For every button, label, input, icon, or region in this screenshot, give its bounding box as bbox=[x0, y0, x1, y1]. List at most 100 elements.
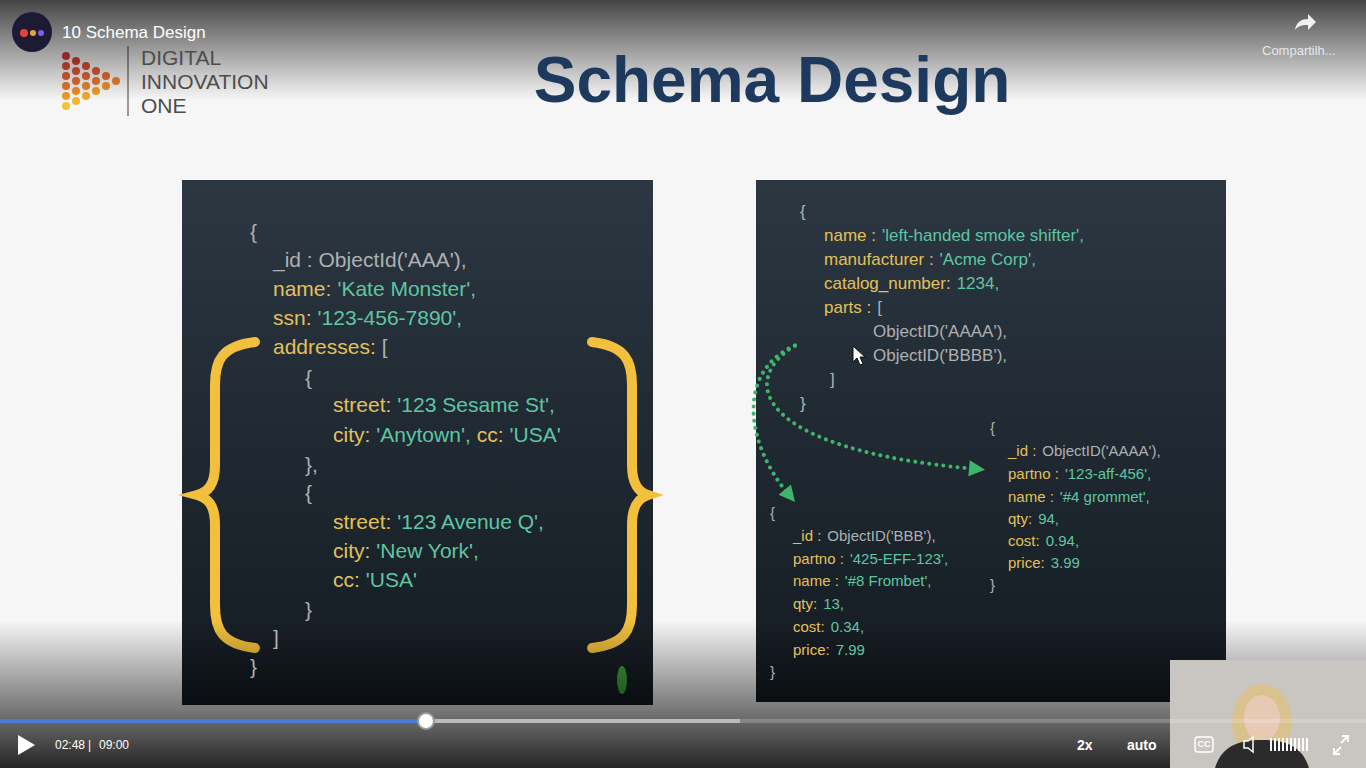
volume-bar bbox=[1282, 738, 1284, 751]
avatar-dot bbox=[30, 30, 36, 36]
code-token: price: bbox=[793, 641, 830, 658]
code-line: street:'123 Sesame St', bbox=[333, 392, 555, 418]
code-token: '#8 Frombet', bbox=[845, 572, 932, 589]
code-line: { bbox=[770, 503, 775, 523]
code-token: 'Acme Corp', bbox=[940, 250, 1036, 269]
play-icon bbox=[18, 735, 35, 755]
arrow-head bbox=[968, 460, 985, 476]
time-separator: | bbox=[88, 737, 91, 753]
code-token: '#4 grommet', bbox=[1060, 488, 1150, 505]
code-token: ObjectID('BBBB'), bbox=[873, 346, 1007, 365]
curly-brace bbox=[197, 342, 255, 648]
curly-brace bbox=[592, 342, 648, 648]
code-line: } bbox=[770, 662, 775, 682]
code-token: name: bbox=[273, 277, 331, 300]
player-bottom-shade bbox=[0, 620, 1366, 768]
fullscreen-icon bbox=[1334, 736, 1348, 754]
progress-knob bbox=[418, 713, 434, 729]
code-token: 13, bbox=[823, 595, 844, 612]
code-token: cost: bbox=[1008, 532, 1040, 549]
code-line: } bbox=[990, 575, 995, 595]
code-line: name:'Kate Monster', bbox=[273, 276, 476, 302]
code-token: ObjectID('AAAA'), bbox=[1042, 442, 1160, 459]
volume-bar bbox=[1270, 738, 1272, 751]
code-token: name : bbox=[793, 572, 839, 589]
code-line: _id : ObjectId('AAA'), bbox=[273, 247, 467, 273]
code-token: 'USA' bbox=[510, 423, 561, 446]
code-line: catalog_number:1234, bbox=[824, 273, 999, 295]
volume-icon bbox=[1244, 737, 1253, 752]
code-line: ObjectID('AAAA'), bbox=[873, 321, 1007, 343]
code-line: { bbox=[305, 365, 312, 391]
volume-bar bbox=[1286, 738, 1288, 751]
speed-button: 2x bbox=[1077, 736, 1093, 754]
code-token: ] bbox=[830, 370, 835, 389]
code-line: { bbox=[800, 201, 806, 223]
code-token: street: bbox=[333, 393, 391, 416]
document-code: {_id :ObjectID('BBB'),partno :'425-EFF-1… bbox=[768, 502, 952, 682]
code-token: { bbox=[305, 366, 312, 389]
volume-bars bbox=[1271, 738, 1307, 751]
captions-icon bbox=[1195, 737, 1213, 752]
code-token: 'USA' bbox=[366, 568, 417, 591]
code-line: name :'left-handed smoke shifter', bbox=[824, 225, 1084, 247]
duration: 09:00 bbox=[99, 737, 129, 753]
dotted-line bbox=[754, 346, 795, 493]
code-token: cc: bbox=[333, 568, 360, 591]
channel-avatar bbox=[12, 12, 52, 52]
code-token: '123-456-7890', bbox=[318, 306, 463, 329]
code-line: price:3.99 bbox=[1008, 553, 1080, 573]
slide-title: Schema Design bbox=[432, 40, 1112, 120]
code-line: ssn:'123-456-7890', bbox=[273, 305, 462, 331]
document-code: {name :'left-handed smoke shifter',manuf… bbox=[795, 198, 1088, 415]
code-line: { bbox=[990, 418, 995, 438]
code-line: _id :ObjectID('AAAA'), bbox=[1008, 441, 1161, 461]
code-line: cc: 'USA' bbox=[333, 567, 417, 593]
code-token: } bbox=[305, 598, 312, 621]
document-code: { _id :ObjectID('AAAA'), partno :'123-aff-… bbox=[985, 416, 1164, 595]
code-token: { bbox=[250, 220, 257, 243]
code-token: } bbox=[800, 394, 806, 413]
code-token: city: bbox=[333, 423, 370, 446]
arrow-head bbox=[779, 485, 795, 502]
code-line: qty: 13, bbox=[793, 594, 844, 614]
code-line: } bbox=[250, 654, 257, 680]
document-code: { _id : ObjectId('AAA'), name:'Kate Monste… bbox=[245, 218, 564, 680]
progress-played bbox=[0, 719, 426, 723]
code-line: partno : '425-EFF-123', bbox=[793, 549, 948, 569]
code-token: price: bbox=[1008, 554, 1045, 571]
code-line: city:'New York', bbox=[333, 538, 479, 564]
code-token: street: bbox=[333, 510, 391, 533]
code-line: }, bbox=[305, 452, 318, 478]
code-line: ObjectID('BBBB'), bbox=[873, 345, 1007, 367]
code-line: street:'123 Avenue Q', bbox=[333, 509, 544, 535]
progress-track bbox=[0, 719, 1366, 723]
code-token: } bbox=[770, 663, 775, 680]
code-token: [ bbox=[382, 335, 388, 358]
code-line: parts :[ bbox=[824, 297, 882, 319]
code-token: 1234, bbox=[957, 274, 1000, 293]
code-token: { bbox=[305, 481, 312, 504]
reference-arrow bbox=[754, 346, 795, 502]
code-line: partno :'123-aff-456', bbox=[1008, 464, 1151, 484]
code-token: ] bbox=[273, 626, 279, 649]
code-line: ] bbox=[273, 625, 279, 651]
code-token: qty: bbox=[793, 595, 817, 612]
code-line: name : '#8 Frombet', bbox=[793, 571, 931, 591]
webcam-face bbox=[1244, 695, 1280, 741]
code-token: 'Anytown', bbox=[376, 423, 470, 446]
code-token: partno : bbox=[793, 550, 844, 567]
brand-name: DIGITAL INNOVATION ONE bbox=[141, 46, 291, 118]
code-line: addresses: [ bbox=[273, 334, 388, 360]
code-token: '425-EFF-123', bbox=[850, 550, 948, 567]
code-line: price:7.99 bbox=[793, 640, 865, 660]
code-line: ] bbox=[830, 369, 835, 391]
code-line: city:'Anytown',cc:'USA' bbox=[333, 422, 561, 448]
code-token: [ bbox=[877, 298, 882, 317]
code-line: } bbox=[305, 597, 312, 623]
code-token: cost: bbox=[793, 618, 825, 635]
current-time: 02:48 bbox=[55, 737, 85, 753]
code-token: addresses: bbox=[273, 335, 376, 358]
code-token: '123-aff-456', bbox=[1065, 465, 1151, 482]
